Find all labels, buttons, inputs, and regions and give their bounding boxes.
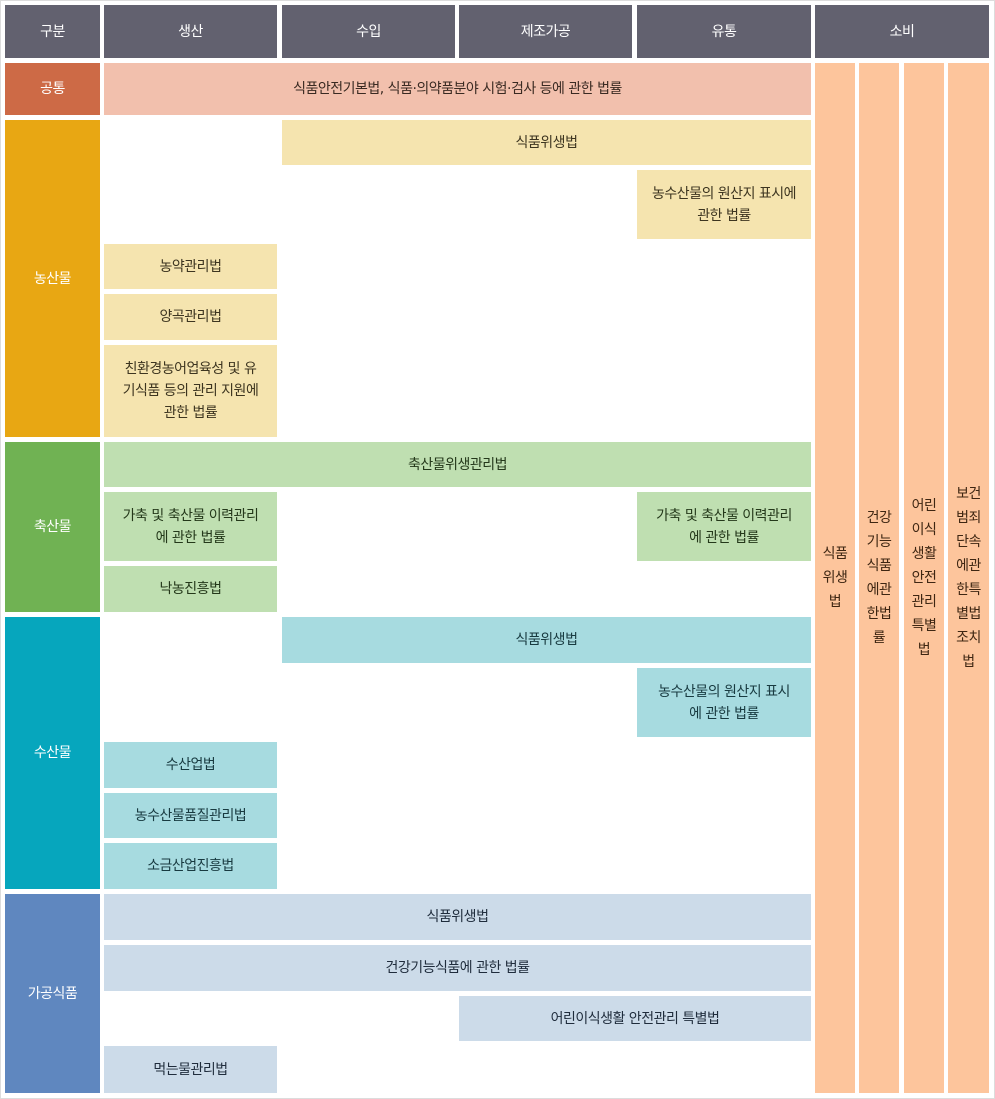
law-proc-children: 어린이식생활 안전관리 특별법 bbox=[459, 996, 811, 1041]
category-processed: 가공식품 bbox=[5, 894, 100, 1093]
law-common-basic: 식품안전기본법, 식품·의약품분야 시험·검사 등에 관한 법률 bbox=[104, 63, 811, 115]
law-fish-industry: 수산업법 bbox=[104, 742, 277, 788]
law-fish-origin: 농수산물의 원산지 표시에 관한 법률 bbox=[637, 668, 811, 737]
category-agri: 농산물 bbox=[5, 120, 100, 437]
law-proc-hygiene: 식품위생법 bbox=[104, 894, 811, 940]
category-common: 공통 bbox=[5, 63, 100, 115]
law-cons-health-crime: 보건범죄단속에관한특별법조치법 bbox=[948, 63, 989, 1093]
category-fishery: 수산물 bbox=[5, 617, 100, 889]
law-agri-pesticide: 농약관리법 bbox=[104, 244, 277, 289]
law-cons-hygiene: 식품위생법 bbox=[815, 63, 855, 1093]
header-category: 구분 bbox=[5, 5, 100, 58]
law-live-sanitary: 축산물위생관리법 bbox=[104, 442, 811, 487]
law-agri-eco: 친환경농어업육성 및 유기식품 등의 관리 지원에 관한 법률 bbox=[104, 345, 277, 437]
law-cons-health: 건강기능식품에관한법률 bbox=[859, 63, 899, 1093]
header-import: 수입 bbox=[282, 5, 455, 58]
law-live-dairy: 낙농진흥법 bbox=[104, 566, 277, 612]
law-fish-salt: 소금산업진흥법 bbox=[104, 843, 277, 889]
category-livestock: 축산물 bbox=[5, 442, 100, 612]
header-manufacturing: 제조가공 bbox=[459, 5, 632, 58]
law-agri-seed: 양곡관리법 bbox=[104, 294, 277, 340]
law-live-trace-distribution: 가축 및 축산물 이력관리에 관한 법률 bbox=[637, 492, 811, 561]
law-fish-quality: 농수산물품질관리법 bbox=[104, 793, 277, 838]
law-cons-children: 어린이식생활안전관리특별법 bbox=[904, 63, 944, 1093]
law-fish-hygiene: 식품위생법 bbox=[282, 617, 811, 663]
header-production: 생산 bbox=[104, 5, 277, 58]
law-agri-origin: 농수산물의 원산지 표시에 관한 법률 bbox=[637, 170, 811, 239]
law-proc-health: 건강기능식품에 관한 법률 bbox=[104, 945, 811, 991]
law-agri-hygiene: 식품위생법 bbox=[282, 120, 811, 165]
header-consumption: 소비 bbox=[815, 5, 989, 58]
law-live-trace-production: 가축 및 축산물 이력관리에 관한 법률 bbox=[104, 492, 277, 561]
header-distribution: 유통 bbox=[637, 5, 811, 58]
law-proc-water: 먹는물관리법 bbox=[104, 1046, 277, 1093]
